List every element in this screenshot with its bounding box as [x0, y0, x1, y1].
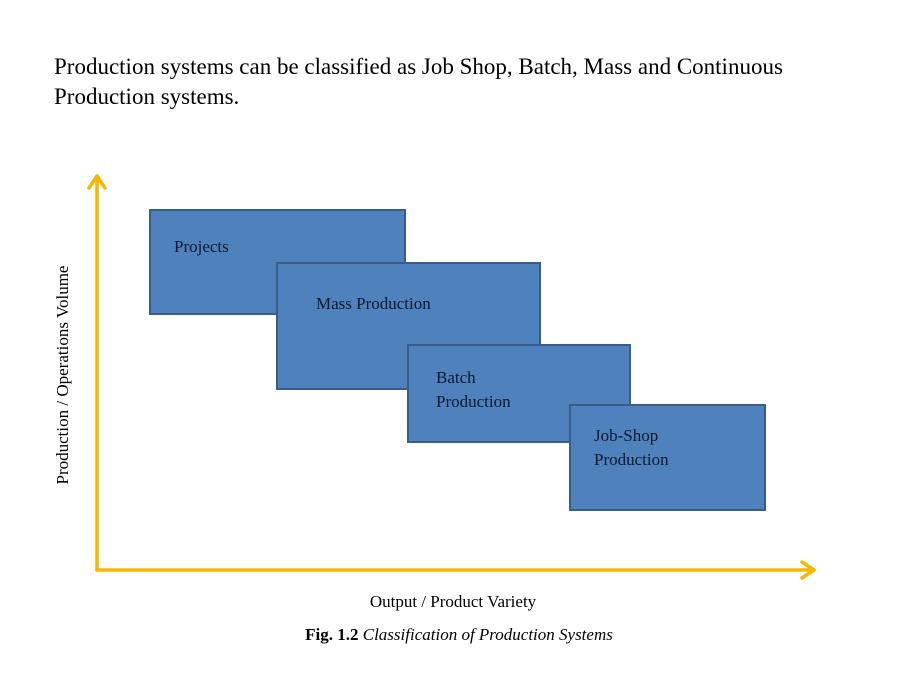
box-batch-production-label-1: Batch: [436, 368, 476, 387]
y-axis-label: Production / Operations Volume: [53, 265, 72, 485]
x-axis-label: Output / Product Variety: [369, 592, 537, 611]
intro-paragraph: Production systems can be classified as …: [54, 54, 783, 109]
box-projects-label: Projects: [174, 237, 229, 256]
y-axis-arrow: [87, 174, 107, 572]
figure-title: Classification of Production Systems: [362, 625, 613, 644]
box-batch-production-label-2: Production: [436, 392, 511, 411]
box-job-shop-production: [569, 404, 766, 511]
x-axis-arrow: [95, 560, 816, 580]
figure-caption: Fig. 1.2 Classification of Production Sy…: [0, 625, 900, 645]
figure-number: Fig. 1.2: [305, 625, 359, 644]
box-mass-production-label: Mass Production: [316, 294, 431, 313]
box-job-shop-label-2: Production: [594, 450, 669, 469]
box-job-shop-label-1: Job-Shop: [594, 426, 659, 445]
